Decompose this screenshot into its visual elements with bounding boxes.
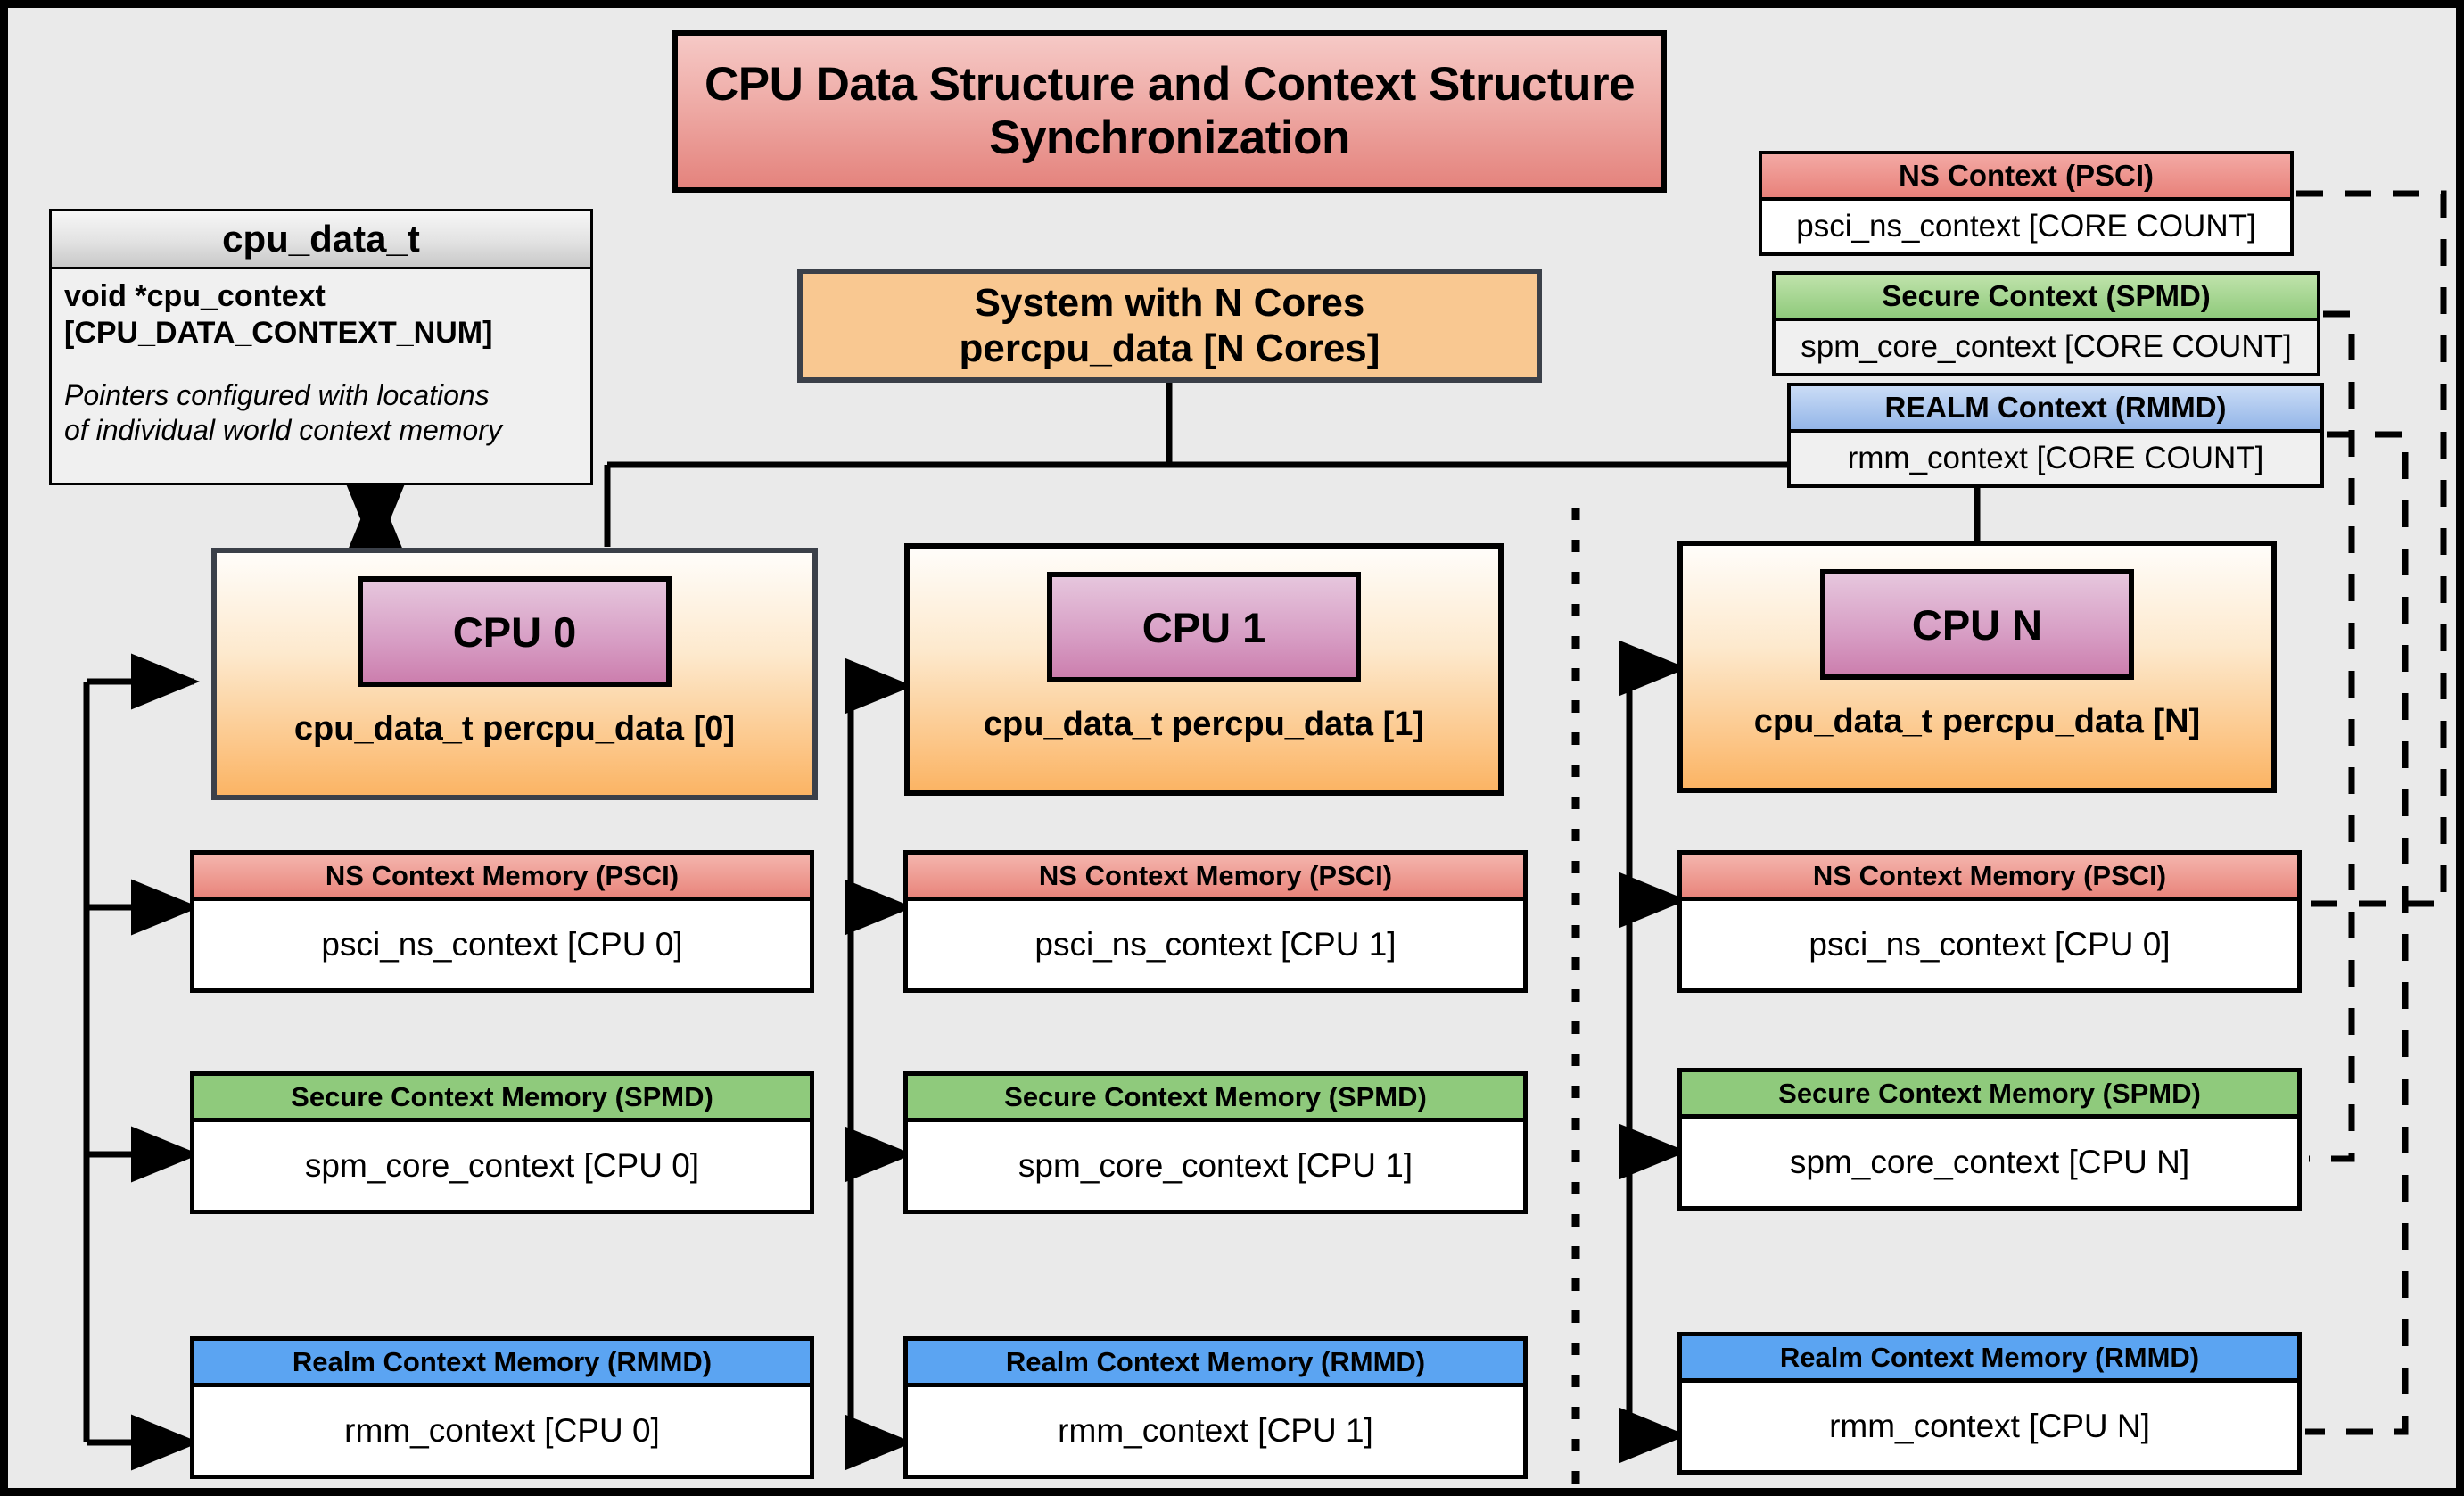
struct-note: Pointers configured with locations of in… (64, 378, 578, 449)
cpu-block-n: CPU N cpu_data_t percpu_data [N] (1677, 541, 2277, 793)
cpun-secure-value: spm_core_context [CPU N] (1789, 1144, 2190, 1180)
cpu0-secure-context-memory: Secure Context Memory (SPMD) spm_core_co… (190, 1071, 814, 1214)
cpu0-ns-header: NS Context Memory (PSCI) (194, 855, 810, 901)
system-line-1: System with N Cores (974, 280, 1365, 325)
cpu0-realm-header: Realm Context Memory (RMMD) (194, 1341, 810, 1387)
cpun-realm-header: Realm Context Memory (RMMD) (1682, 1336, 2297, 1383)
struct-field-line-1: void *cpu_context (64, 279, 326, 313)
cpu1-secure-value: spm_core_context [CPU 1] (1018, 1147, 1413, 1184)
cpu-sub-n: cpu_data_t percpu_data [N] (1753, 703, 2201, 740)
cpun-realm-context-memory: Realm Context Memory (RMMD) rmm_context … (1677, 1332, 2302, 1475)
legend-realm-context: REALM Context (RMMD) rmm_context [CORE C… (1787, 383, 2324, 488)
cpu-tag-0: CPU 0 (358, 576, 672, 687)
cpu-tag-1: CPU 1 (1047, 572, 1361, 682)
legend-secure-header: Secure Context (SPMD) (1776, 275, 2317, 321)
struct-note-line-1: Pointers configured with locations (64, 378, 490, 411)
system-line-2: percpu_data [N Cores] (959, 326, 1380, 370)
cpu1-realm-header: Realm Context Memory (RMMD) (908, 1341, 1523, 1387)
cpu1-realm-value: rmm_context [CPU 1] (1058, 1412, 1373, 1449)
cpu0-ns-value: psci_ns_context [CPU 0] (321, 926, 683, 963)
struct-body: void *cpu_context [CPU_DATA_CONTEXT_NUM]… (52, 269, 590, 449)
cpu0-secure-header: Secure Context Memory (SPMD) (194, 1076, 810, 1122)
cpun-ns-context-memory: NS Context Memory (PSCI) psci_ns_context… (1677, 850, 2302, 993)
cpu-block-0: CPU 0 cpu_data_t percpu_data [0] (211, 548, 818, 800)
cpu-data-t-struct: cpu_data_t void *cpu_context [CPU_DATA_C… (49, 209, 593, 485)
legend-realm-header: REALM Context (RMMD) (1791, 386, 2320, 433)
cpu1-realm-context-memory: Realm Context Memory (RMMD) rmm_context … (903, 1336, 1528, 1479)
page-title: CPU Data Structure and Context Structure… (672, 30, 1667, 193)
cpu-sub-0: cpu_data_t percpu_data [0] (293, 710, 736, 748)
legend-secure-value: spm_core_context [CORE COUNT] (1776, 321, 2317, 373)
cpu0-ns-context-memory: NS Context Memory (PSCI) psci_ns_context… (190, 850, 814, 993)
cpu0-realm-context-memory: Realm Context Memory (RMMD) rmm_context … (190, 1336, 814, 1479)
legend-realm-value: rmm_context [CORE COUNT] (1791, 433, 2320, 484)
cpu-tag-n: CPU N (1820, 569, 2134, 680)
struct-note-line-2: of individual world context memory (64, 414, 502, 447)
cpun-realm-value: rmm_context [CPU N] (1829, 1408, 2150, 1444)
cpu1-secure-header: Secure Context Memory (SPMD) (908, 1076, 1523, 1122)
cpu1-ns-value: psci_ns_context [CPU 1] (1034, 926, 1397, 963)
cpu0-secure-value: spm_core_context [CPU 0] (304, 1147, 700, 1184)
cpu1-ns-header: NS Context Memory (PSCI) (908, 855, 1523, 901)
struct-field-line-2: [CPU_DATA_CONTEXT_NUM] (64, 315, 493, 350)
cpu-sub-1: cpu_data_t percpu_data [1] (983, 706, 1425, 743)
legend-ns-header: NS Context (PSCI) (1762, 154, 2290, 201)
legend-ns-context: NS Context (PSCI) psci_ns_context [CORE … (1759, 151, 2294, 256)
cpun-ns-header: NS Context Memory (PSCI) (1682, 855, 2297, 901)
cpu-block-1: CPU 1 cpu_data_t percpu_data [1] (904, 543, 1504, 796)
system-overview-box: System with N Cores percpu_data [N Cores… (797, 269, 1542, 383)
cpu1-ns-context-memory: NS Context Memory (PSCI) psci_ns_context… (903, 850, 1528, 993)
struct-name: cpu_data_t (52, 211, 590, 269)
legend-ns-value: psci_ns_context [CORE COUNT] (1762, 201, 2290, 252)
legend-secure-context: Secure Context (SPMD) spm_core_context [… (1772, 271, 2320, 376)
cpun-secure-header: Secure Context Memory (SPMD) (1682, 1072, 2297, 1119)
cpu1-secure-context-memory: Secure Context Memory (SPMD) spm_core_co… (903, 1071, 1528, 1214)
cpun-secure-context-memory: Secure Context Memory (SPMD) spm_core_co… (1677, 1068, 2302, 1211)
cpun-ns-value: psci_ns_context [CPU 0] (1809, 926, 2171, 963)
cpu0-realm-value: rmm_context [CPU 0] (344, 1412, 660, 1449)
